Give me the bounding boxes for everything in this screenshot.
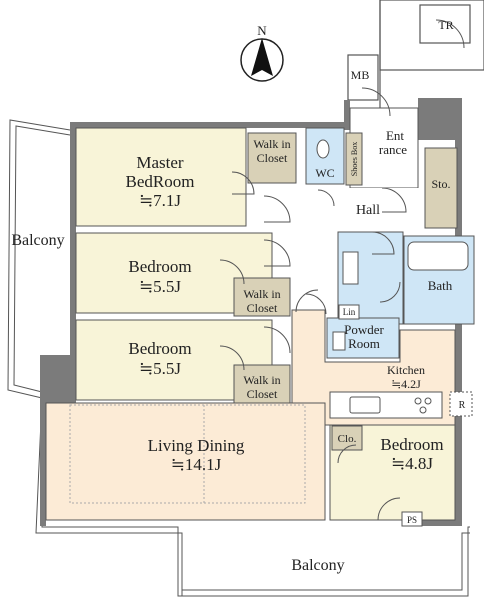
living-dining-label: Living Dining <box>148 436 245 455</box>
wic-bed3 <box>233 364 291 404</box>
living-dining <box>45 402 326 521</box>
compass-north-label: N <box>257 23 267 38</box>
wic-bed2 <box>233 277 291 317</box>
bedroom-3-area: ≒5.5J <box>139 359 181 378</box>
master-bedroom-label-2: BedRoom <box>126 172 195 191</box>
bath-label: Bath <box>428 278 453 293</box>
master-bedroom <box>75 127 247 227</box>
ps-label: PS <box>407 515 417 525</box>
living-dining-area: ≒14.1J <box>171 455 222 474</box>
fridge-space <box>449 391 473 417</box>
hall-label: Hall <box>356 203 380 218</box>
wic-master <box>247 132 297 184</box>
shoes-box-label: Shoes Box <box>350 142 359 176</box>
wc-label: WC <box>315 166 334 180</box>
wic-bed3-label-2: Closet <box>247 387 278 401</box>
lin-label: Lin <box>343 307 356 317</box>
wic-bed2-label-2: Closet <box>247 301 278 315</box>
compass-icon <box>240 38 284 82</box>
powder-room-label-1: Powder <box>344 322 384 337</box>
kitchen-label: Kitchen <box>387 363 425 377</box>
tr-label: TR <box>438 18 453 32</box>
wic-bed2-label-1: Walk in <box>243 287 280 301</box>
entrance-label-2: rance <box>379 142 407 157</box>
west-balcony-label: Balcony <box>11 232 64 249</box>
mb-label: MB <box>351 68 370 82</box>
r-label: R <box>459 400 466 411</box>
storage <box>424 147 458 229</box>
south-balcony <box>35 397 470 597</box>
bedroom-2-area: ≒5.5J <box>139 277 181 296</box>
bedroom-4-label: Bedroom <box>380 435 443 454</box>
utility-area <box>347 0 484 120</box>
kitchen-counter <box>329 391 443 419</box>
bedroom-4-area: ≒4.8J <box>391 454 433 473</box>
kitchen-area: ≒4.2J <box>391 377 421 391</box>
clo-label: Clo. <box>338 433 357 445</box>
wic-master-label-2: Closet <box>257 151 288 165</box>
door-swings <box>219 19 465 521</box>
wic-master-label-1: Walk in <box>253 137 290 151</box>
wic-bed3-label-1: Walk in <box>243 373 280 387</box>
west-balcony <box>7 119 71 399</box>
hall <box>292 188 422 230</box>
bedroom-3-label: Bedroom <box>128 339 191 358</box>
linen <box>338 304 360 320</box>
entrance-label-1: Ent <box>386 128 404 143</box>
master-bedroom-label-1: Master <box>136 153 184 172</box>
shoes-box <box>345 132 363 186</box>
powder-room-label-2: Room <box>348 336 380 351</box>
ps-box <box>401 511 423 527</box>
south-balcony-label: Balcony <box>291 557 344 574</box>
closet-clo <box>331 425 363 451</box>
bedroom-2-label: Bedroom <box>128 257 191 276</box>
master-bedroom-area: ≒7.1J <box>139 191 181 210</box>
sto-label: Sto. <box>431 177 450 191</box>
